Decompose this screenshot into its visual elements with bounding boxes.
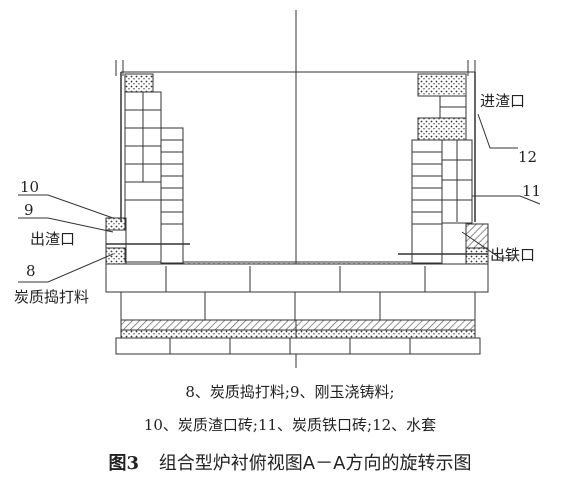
label-10: 10	[20, 178, 39, 196]
leader-lines	[18, 113, 541, 283]
label-11: 11	[522, 182, 541, 200]
legend-line-1: 8、炭质捣打料;9、刚玉浇铸料;	[185, 383, 395, 401]
label-9: 9	[24, 201, 34, 219]
legend-line-2: 10、炭质渣口砖;11、炭质铁口砖;12、水套	[143, 416, 437, 434]
left-wall	[105, 73, 190, 265]
label-carbon-ramming: 炭质捣打料	[14, 288, 89, 306]
label-slag-inlet: 进渣口	[480, 92, 525, 110]
figure-number: 图3	[108, 453, 140, 474]
right-wall	[398, 73, 489, 265]
label-slag-outlet: 出渣口	[30, 230, 75, 248]
label-iron-outlet: 出铁口	[490, 246, 535, 264]
outer-shell	[115, 60, 476, 222]
label-12: 12	[518, 148, 537, 166]
figure-title: 组合型炉衬俯视图A－A方向的旋转示图	[158, 453, 472, 474]
label-8: 8	[26, 262, 36, 280]
figure-caption: 图3 组合型炉衬俯视图A－A方向的旋转示图	[0, 449, 580, 475]
hearth-floor	[105, 261, 489, 355]
